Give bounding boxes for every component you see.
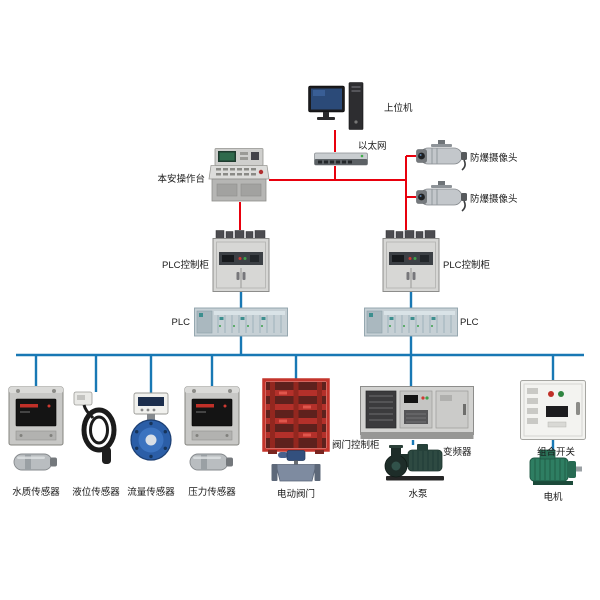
- flow-sensor-icon: [126, 392, 176, 462]
- combination-switch-label: 组合开关: [537, 447, 576, 458]
- combination-switch-icon: [520, 380, 586, 440]
- level-sensor-label: 液位传感器: [72, 487, 120, 498]
- water-pump-icon: [384, 442, 448, 482]
- motor-label: 电机: [543, 492, 563, 503]
- pressure-sensor-label: 压力传感器: [188, 487, 236, 498]
- plc-rack-right-icon: [364, 306, 458, 338]
- ethernet-network-lines: [239, 130, 416, 230]
- host-computer-label: 上位机: [384, 103, 413, 114]
- water-quality-sensor-box-icon: [8, 384, 64, 446]
- motor-icon: [523, 448, 583, 488]
- flow-sensor-label: 流量传感器: [127, 487, 175, 498]
- valve-control-cabinet-label: 阀门控制柜: [332, 440, 380, 451]
- electric-valve-label: 电动阀门: [276, 489, 315, 500]
- plc-cabinet-left-label: PLC控制柜: [162, 260, 209, 271]
- vfd-cabinet-icon: [360, 386, 474, 440]
- electric-valve-icon: [271, 450, 321, 484]
- water-quality-sensor-label: 水质传感器: [12, 487, 60, 498]
- camera1-label: 防爆摄像头: [470, 153, 518, 164]
- water-quality-probe-icon: [12, 450, 60, 474]
- field-bus-lines: [16, 292, 584, 450]
- plc-cabinet-right-label: PLC控制柜: [443, 260, 490, 271]
- plc-left-label: PLC: [171, 317, 190, 328]
- ethernet-switch-icon: [314, 152, 368, 166]
- water-pump-label: 水泵: [408, 489, 428, 500]
- explosion-proof-camera-2-icon: [416, 181, 468, 213]
- level-sensor-icon: [72, 390, 120, 466]
- explosion-proof-camera-1-icon: [416, 140, 468, 172]
- valve-control-cabinet-icon: [262, 378, 330, 454]
- vfd-label: 变频器: [443, 447, 472, 458]
- pressure-sensor-box-icon: [184, 384, 240, 446]
- operator-console-label: 本安操作台: [157, 174, 205, 185]
- plc-right-label: PLC: [460, 317, 479, 328]
- host-computer-icon: [308, 82, 366, 132]
- plc-control-cabinet-left-icon: [212, 230, 270, 292]
- ethernet-label: 以太网: [358, 141, 387, 152]
- plc-rack-left-icon: [194, 306, 288, 338]
- plc-control-cabinet-right-icon: [382, 230, 440, 292]
- camera2-label: 防爆摄像头: [470, 194, 518, 205]
- pressure-probe-icon: [188, 450, 236, 474]
- operator-console-icon: [208, 148, 270, 202]
